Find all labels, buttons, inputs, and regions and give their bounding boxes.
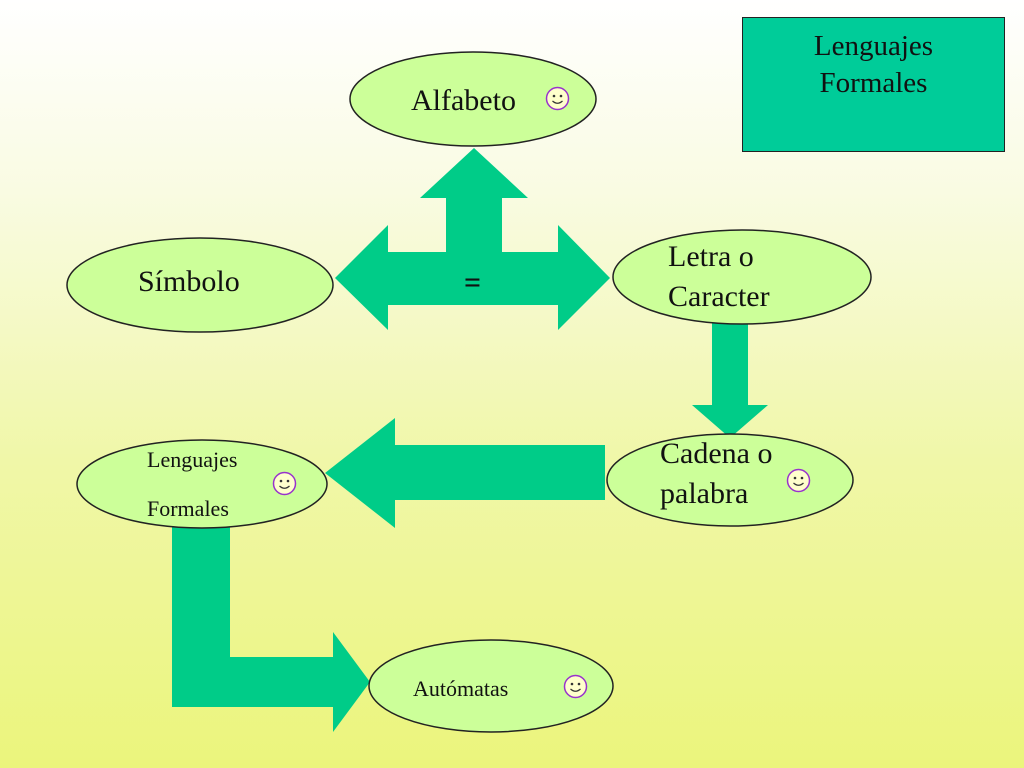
- arrow-languages-to-automata: [172, 527, 370, 732]
- smiley-face-icon: [563, 674, 588, 699]
- title-line-1: Lenguajes: [813, 30, 934, 62]
- label-automatas: Autómatas: [413, 676, 509, 701]
- smiley-face-icon: [545, 86, 570, 111]
- label-cadena-line-2: palabra: [660, 477, 749, 510]
- node-cadena: [606, 433, 854, 527]
- arrow-letter-to-string: [692, 322, 768, 438]
- label-cadena-line-1: Cadena o: [660, 437, 773, 470]
- label-lenguajes-line-2: Formales: [147, 496, 229, 521]
- title-box: Lenguajes Formales: [742, 17, 1005, 152]
- label-alfabeto: Alfabeto: [411, 84, 516, 117]
- node-letra: [612, 229, 872, 325]
- label-letra-line-1: Letra o: [668, 240, 754, 273]
- node-alfabeto: [349, 51, 597, 147]
- arrow-symbol-letter-alphabet: [335, 148, 610, 330]
- label-lenguajes-line-1: Lenguajes: [147, 447, 238, 472]
- node-lenguajes: [76, 439, 328, 529]
- label-letra-line-2: Caracter: [668, 280, 770, 313]
- node-automatas: [368, 639, 614, 733]
- node-simbolo: [66, 237, 334, 333]
- smiley-face-icon: [272, 471, 297, 496]
- smiley-face-icon: [786, 468, 811, 493]
- title-line-2: Formales: [819, 67, 928, 99]
- arrow-string-to-languages: [325, 418, 605, 528]
- label-simbolo: Símbolo: [138, 265, 240, 298]
- label-equals: =: [464, 266, 482, 299]
